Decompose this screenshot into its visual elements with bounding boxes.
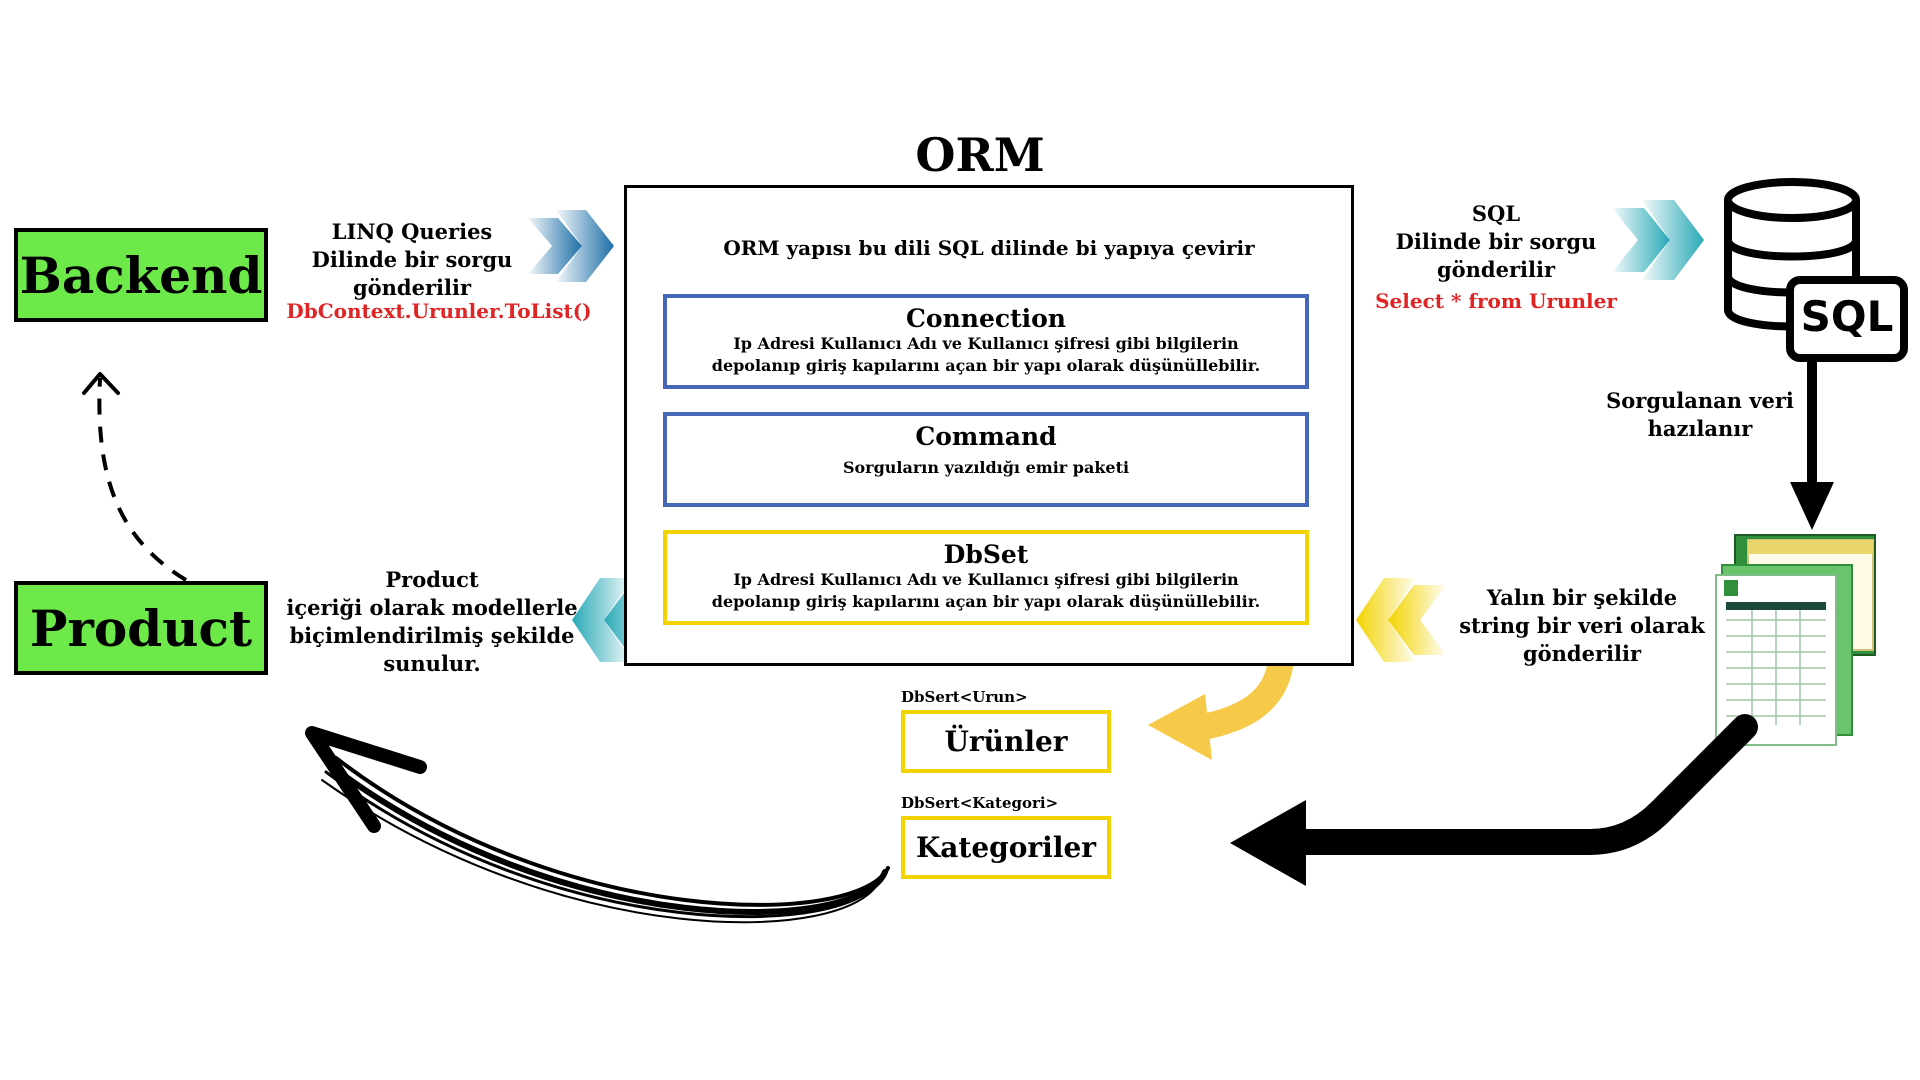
queried-note: Sorgulanan veri hazılanır <box>1590 387 1810 443</box>
sql-line-3: gönderilir <box>1436 257 1556 282</box>
sql-line-1: SQL <box>1471 201 1521 226</box>
product-note-line-3: biçimlendirilmiş şekilde <box>289 623 575 648</box>
linq-line-3: gönderilir <box>352 275 472 300</box>
urunler-label: Ürünler <box>944 725 1068 758</box>
return-arrow-icon <box>1230 714 1758 886</box>
command-desc-1: Sorguların yazıldığı emir paketi <box>842 458 1130 477</box>
kategoriler-type-label: DbSert<Kategori> <box>901 794 1059 812</box>
queried-line-1: Sorgulanan veri <box>1606 388 1794 413</box>
dbset-title: DbSet <box>943 540 1029 569</box>
sql-note: SQL Dilinde bir sorgu gönderilir <box>1356 200 1636 284</box>
linq-note: LINQ Queries Dilinde bir sorgu gönderili… <box>272 218 552 302</box>
command-box: Command Sorguların yazıldığı emir paketi <box>663 412 1309 507</box>
product-note-line-4: sunulur. <box>383 651 481 676</box>
command-title: Command <box>915 422 1057 451</box>
plain-chevron-icon <box>1356 578 1446 662</box>
plain-line-2: string bir veri olarak <box>1459 613 1705 638</box>
diagram-title: ORM <box>915 128 1045 182</box>
kategoriler-box: Kategoriler <box>901 816 1111 879</box>
plain-line-1: Yalın bir şekilde <box>1486 585 1678 610</box>
queried-line-2: hazılanır <box>1647 416 1753 441</box>
connection-desc-1: Ip Adresi Kullanıcı Adı ve Kullanıcı şif… <box>733 334 1239 353</box>
backend-label: Backend <box>19 245 263 305</box>
plain-line-3: gönderilir <box>1522 641 1642 666</box>
product-label: Product <box>29 598 253 658</box>
database-icon <box>1724 178 1908 362</box>
dbset-box: DbSet Ip Adresi Kullanıcı Adı ve Kullanı… <box>663 530 1309 625</box>
product-note-line-2: içeriği olarak modellerle <box>286 595 578 620</box>
urunler-box: Ürünler <box>901 710 1111 773</box>
backend-box: Backend <box>14 228 268 322</box>
connection-title: Connection <box>906 304 1066 333</box>
linq-line-2: Dilinde bir sorgu <box>311 247 513 272</box>
sql-line-2: Dilinde bir sorgu <box>1395 229 1597 254</box>
orm-intro: ORM yapısı bu dili SQL dilinde bi yapıya… <box>723 236 1255 260</box>
dbset-desc-2: depolanıp giriş kapılarını açan bir yapı… <box>711 592 1261 611</box>
kategoriler-label: Kategoriler <box>915 831 1097 864</box>
to-product-arrow-icon <box>305 726 890 924</box>
connection-desc-2: depolanıp giriş kapılarını açan bir yapı… <box>711 356 1261 375</box>
dbset-desc-1: Ip Adresi Kullanıcı Adı ve Kullanıcı şif… <box>733 570 1239 589</box>
plain-note: Yalın bir şekilde string bir veri olarak… <box>1446 584 1718 668</box>
linq-line-1: LINQ Queries <box>331 219 493 244</box>
sql-chevron-icon <box>1612 200 1704 280</box>
product-to-backend-arrow-icon <box>82 372 188 582</box>
sql-code: Select * from Urunler <box>1375 289 1617 313</box>
product-note: Product içeriği olarak modellerle biçiml… <box>282 566 582 678</box>
urunler-type-label: DbSert<Urun> <box>901 688 1028 706</box>
linq-chevron-icon <box>528 210 614 282</box>
linq-code: DbContext.Urunler.ToList() <box>286 299 592 323</box>
orm-container: ORM yapısı bu dili SQL dilinde bi yapıya… <box>624 185 1354 666</box>
product-note-line-1: Product <box>385 567 479 592</box>
product-box: Product <box>14 581 268 675</box>
spreadsheet-icon <box>1715 534 1876 746</box>
connection-box: Connection Ip Adresi Kullanıcı Adı ve Ku… <box>663 294 1309 389</box>
sql-icon-label: SQL <box>1800 292 1894 341</box>
down-arrow-icon <box>1790 360 1834 530</box>
